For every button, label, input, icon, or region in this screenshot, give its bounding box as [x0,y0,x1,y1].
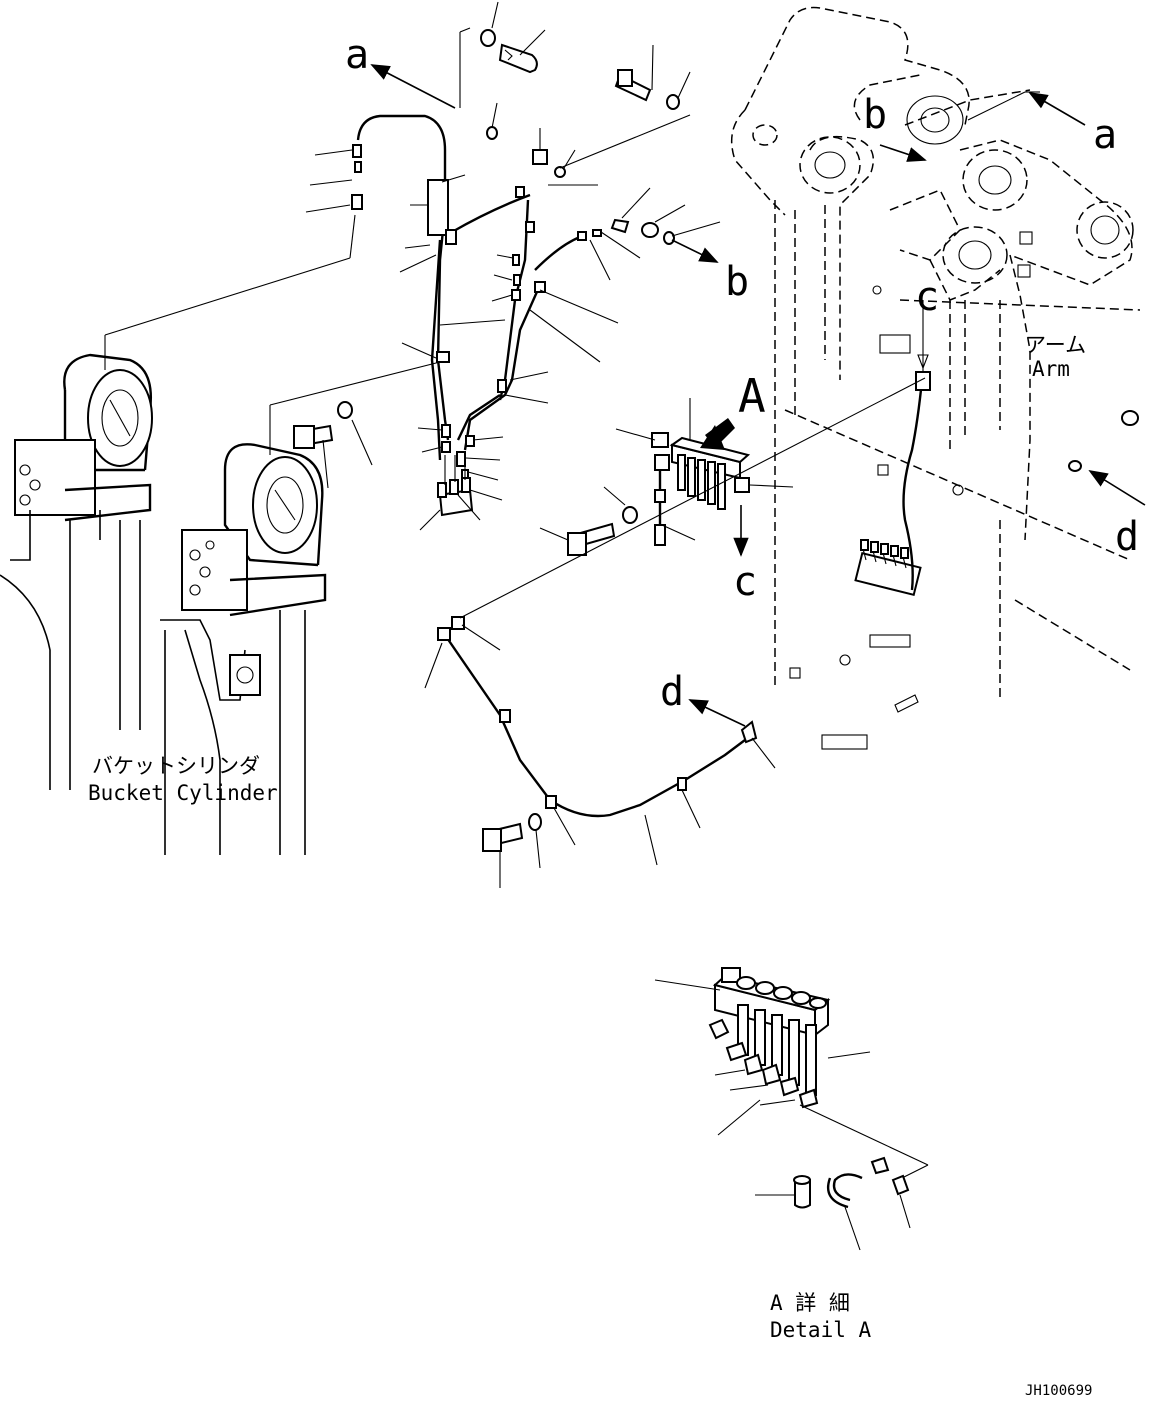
callout-a-right: a [1093,112,1117,158]
grease-hose-assembly [351,114,602,517]
callout-d-right: d [1115,514,1139,560]
grease-distributor [669,418,751,557]
arrow-left-icon [1028,92,1086,126]
callout-d-bottom: d [660,669,684,715]
leader-lines [104,1,1040,1181]
bucket-cylinder-en-label: Bucket Cylinder [88,781,278,805]
detail-a-drawing [708,967,910,1209]
lower-grease-tube [437,616,758,852]
callout-c-bottom: c [733,559,757,605]
bolts-middle [293,401,670,556]
arrow-left-icon [370,64,456,109]
bolts-and-washers-top [480,29,680,245]
arm-grease-block [854,300,931,597]
pin-bushing [1068,410,1146,506]
callout-b-arrow: b [725,259,749,305]
bucket-cylinder-rear [0,353,153,790]
arm-outline [730,6,1141,750]
detail-a-leaders [654,979,911,1251]
detail-a-en-label: Detail A [770,1318,872,1342]
callout-c-top: c [915,274,939,320]
callout-a-top: a [345,32,369,78]
callout-A-detail: A [738,369,766,423]
detail-a-jp-label: A 詳 細 [770,1291,850,1315]
arrow-right-icon [671,239,719,263]
arrow-right-icon [879,144,927,162]
arm-en-label: Arm [1032,357,1070,381]
bucket-cylinder-front [160,443,327,855]
drawing-code: JH100699 [1025,1383,1092,1399]
callout-b-arm: b [863,92,887,138]
bucket-cylinder-jp-label: バケットシリンダ [92,754,260,778]
arm-jp-label: アーム [1025,333,1086,357]
